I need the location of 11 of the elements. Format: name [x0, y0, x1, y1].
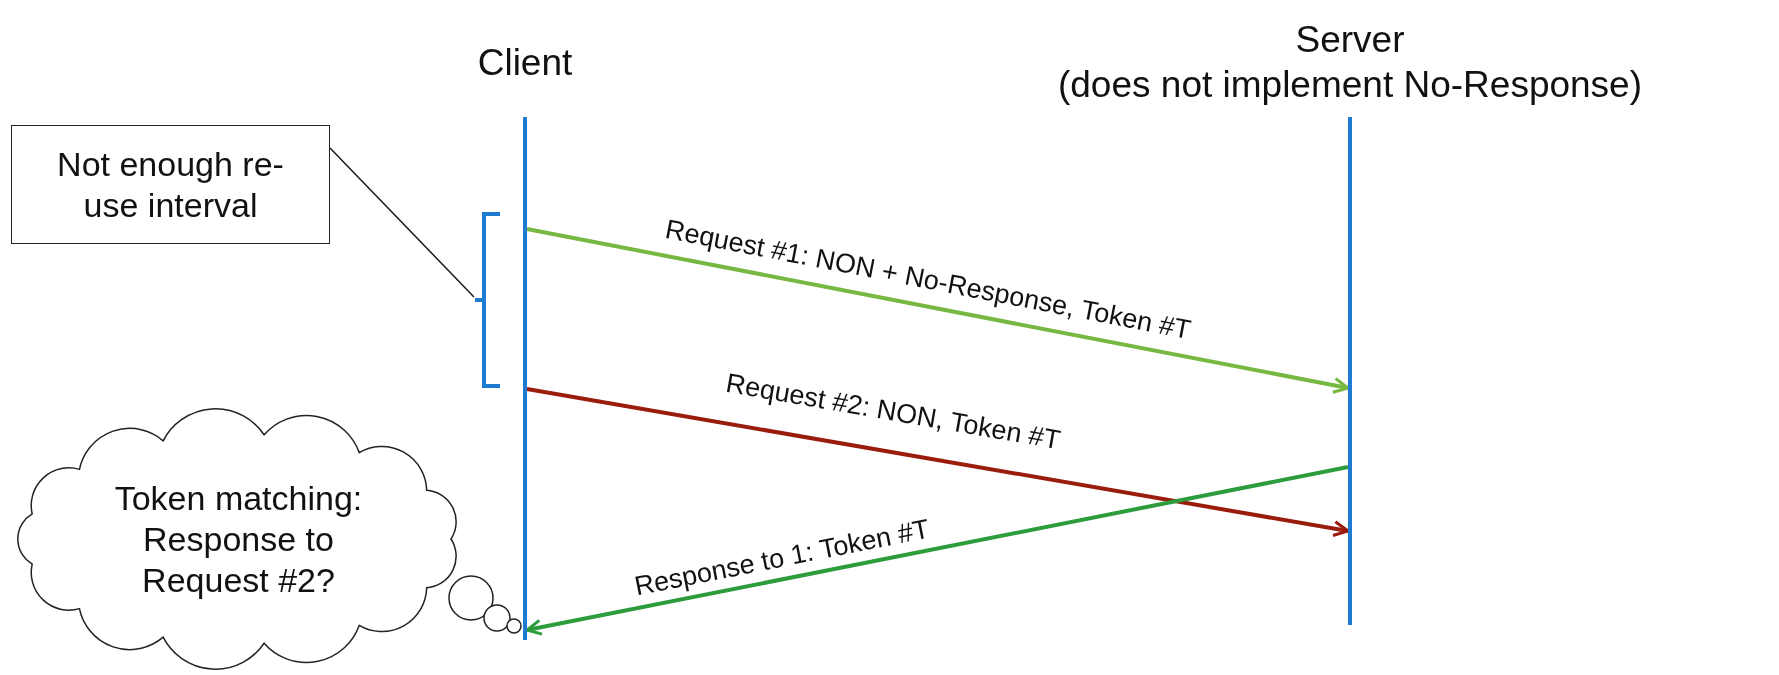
- leader-line: [329, 147, 475, 298]
- message-arrow: [526, 387, 1350, 537]
- note-text: Not enough re-use interval: [56, 143, 285, 226]
- lifeline-heading: (does not implement No-Response): [1057, 63, 1643, 107]
- edge-label: Request #2: NON, Token #T: [723, 367, 1063, 457]
- edge-label: Response to 1: Token #T: [632, 513, 932, 603]
- thought-text: Token matching: Response to Request #2?: [113, 477, 364, 601]
- note-box: [11, 125, 330, 244]
- message-arrow: [525, 465, 1349, 636]
- lifeline-heading: Client: [477, 41, 573, 85]
- lifeline-heading: Server: [1295, 18, 1405, 62]
